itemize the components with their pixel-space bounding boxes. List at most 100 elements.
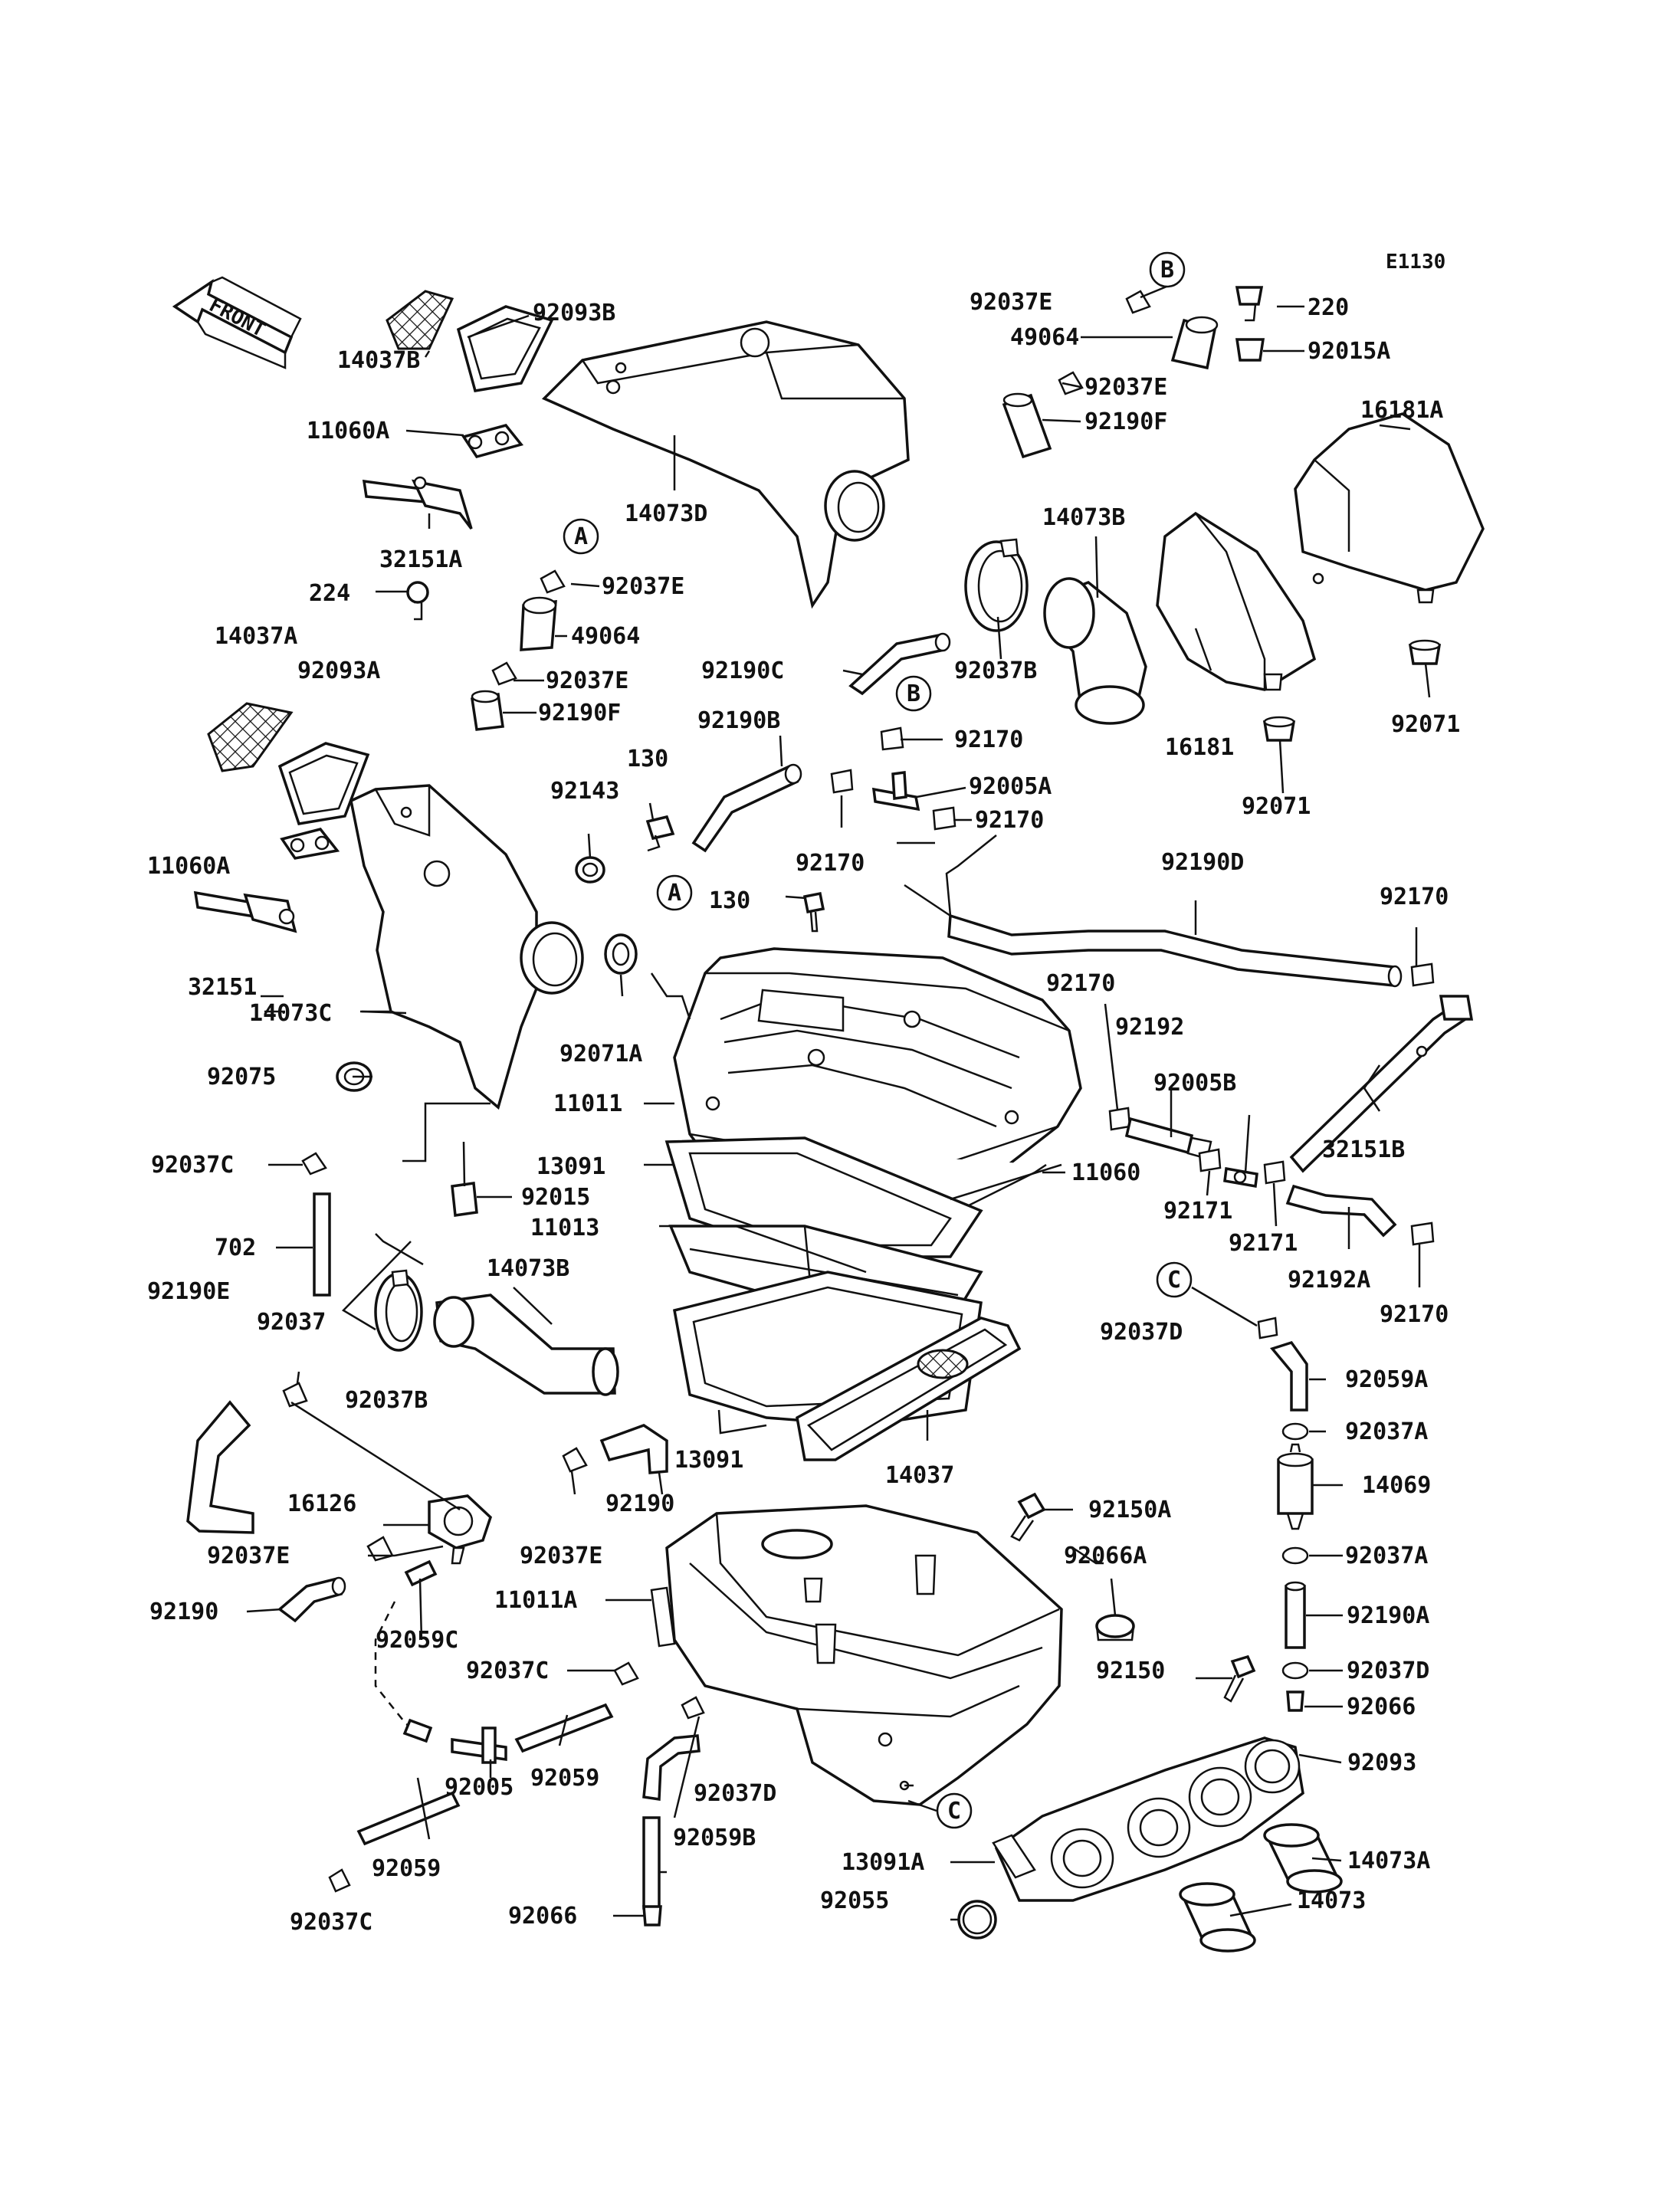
- clamp-92037D-right: [1257, 1317, 1278, 1340]
- label-92059A: 92059A: [1345, 1366, 1428, 1393]
- svg-text:A: A: [668, 880, 681, 907]
- label-11013: 11013: [530, 1215, 599, 1241]
- hose-92059B: [642, 1816, 661, 1910]
- grommet-92071-mid: [1262, 716, 1296, 742]
- filter-14069: [1277, 1443, 1314, 1530]
- label-92066A: 92066A: [1064, 1543, 1147, 1569]
- label-92037: 92037: [257, 1309, 326, 1336]
- fitting-92005: [451, 1726, 507, 1764]
- clamp-92170-4: [1410, 962, 1435, 987]
- label-92170-4: 92170: [1380, 884, 1449, 910]
- bolt-92150A: [1010, 1492, 1046, 1542]
- hose-92192: [1124, 1117, 1212, 1160]
- label-92170-1: 92170: [954, 726, 1023, 753]
- label-14069: 14069: [1362, 1472, 1431, 1499]
- grommet-92071-right: [1408, 639, 1442, 665]
- grommet-92071A: [604, 933, 638, 975]
- bolt-130-top: [645, 815, 675, 852]
- label-92190C: 92190C: [701, 657, 784, 684]
- label-702: 702: [215, 1235, 256, 1261]
- label-14037: 14037: [885, 1462, 954, 1489]
- seal-92093B: [456, 305, 554, 392]
- clamp-92037B-mid: [374, 1269, 423, 1352]
- filter-14037: [796, 1317, 1022, 1461]
- hose-92190F-b: [1002, 392, 1052, 459]
- hose-92059A: [1269, 1340, 1308, 1412]
- holder-92093: [994, 1736, 1304, 1902]
- label-92037D-right: 92037D: [1100, 1319, 1183, 1346]
- intake-duct-14073D: [541, 320, 910, 609]
- tube-702: [313, 1192, 331, 1297]
- cap-92066-right: [1286, 1690, 1304, 1712]
- label-11060A-top: 11060A: [307, 418, 389, 444]
- label-92192A: 92192A: [1288, 1267, 1370, 1294]
- label-92037E-b2: 92037E: [1084, 374, 1167, 401]
- clamp-92037A-2: [1281, 1546, 1309, 1565]
- clamp-92037E-left: [366, 1536, 394, 1562]
- elbow-14073B-top: [1043, 577, 1147, 725]
- label-92150A: 92150A: [1088, 1497, 1171, 1523]
- label-92190-mid: 92190: [605, 1490, 674, 1517]
- bolt-220: [1235, 286, 1264, 322]
- clamp-92037B-top: [964, 538, 1029, 632]
- hose-92059C: [404, 1559, 438, 1587]
- diagram-code: E1130: [1386, 251, 1445, 274]
- valve-16126: [428, 1494, 493, 1565]
- front-label: FRONT: [205, 293, 269, 342]
- label-92071A: 92071A: [559, 1041, 642, 1067]
- label-11060A-left: 11060A: [147, 853, 230, 880]
- clamp-92037E-a2: [491, 661, 517, 686]
- hose-92190A: [1285, 1581, 1306, 1649]
- o-ring-92055: [957, 1900, 997, 1940]
- cap-92066-bot: [642, 1905, 662, 1926]
- label-224: 224: [309, 580, 350, 607]
- label-92170-6: 92170: [1380, 1301, 1449, 1328]
- label-14073B-mid: 14073B: [487, 1255, 569, 1282]
- clamp-92171-1: [1198, 1148, 1222, 1172]
- label-92015A: 92015A: [1308, 338, 1390, 365]
- label-14073B-top: 14073B: [1042, 504, 1125, 531]
- label-11011A: 11011A: [494, 1587, 577, 1614]
- duct-14073A: [1263, 1823, 1343, 1894]
- label-14037B: 14037B: [337, 347, 420, 374]
- hose-92059-left: [356, 1791, 461, 1846]
- hose-92059-dashed: [374, 1601, 433, 1743]
- fitting-92005A: [871, 771, 920, 812]
- callout-b-top: B: [1149, 251, 1186, 288]
- label-13091-mid: 13091: [674, 1447, 743, 1474]
- label-92037E-a2: 92037E: [546, 667, 628, 694]
- label-92170-2: 92170: [796, 850, 865, 877]
- hose-92190E: [186, 1400, 254, 1534]
- cover-16181A: [1294, 412, 1485, 604]
- label-16181A: 16181A: [1360, 397, 1443, 424]
- label-92037C-mid: 92037C: [466, 1658, 549, 1684]
- clamp-92170-6: [1410, 1221, 1435, 1246]
- clamp-92037C-bot: [328, 1868, 351, 1893]
- label-92037B-top: 92037B: [954, 657, 1037, 684]
- label-13091-top: 13091: [536, 1153, 605, 1180]
- label-49064-b: 49064: [1010, 324, 1079, 351]
- label-92037E-b1: 92037E: [970, 289, 1052, 316]
- clamp-92037C-mid: [613, 1661, 639, 1686]
- label-32151: 32151: [188, 974, 257, 1001]
- label-14073: 14073: [1297, 1887, 1366, 1914]
- label-92150: 92150: [1096, 1658, 1165, 1684]
- label-220: 220: [1308, 294, 1349, 321]
- collar-92015: [451, 1182, 478, 1217]
- clamp-92170-3: [932, 806, 956, 831]
- bracket-11060A-top: [461, 424, 524, 459]
- label-92037C-bot: 92037C: [290, 1909, 372, 1936]
- label-92190D: 92190D: [1161, 849, 1244, 876]
- label-92190B: 92190B: [697, 707, 780, 734]
- svg-text:B: B: [1160, 257, 1174, 284]
- label-92190A: 92190A: [1347, 1602, 1429, 1629]
- hose-92190-left: [277, 1576, 346, 1623]
- svg-text:C: C: [947, 1798, 961, 1825]
- clamp-92037E-b1: [1125, 290, 1151, 314]
- label-49064-a: 49064: [571, 623, 640, 650]
- label-92190E: 92190E: [147, 1278, 230, 1305]
- intake-duct-14073C: [349, 784, 584, 1110]
- label-11060: 11060: [1071, 1159, 1140, 1186]
- filter-14037B: [386, 290, 454, 350]
- clamp-92170-5: [1108, 1107, 1131, 1131]
